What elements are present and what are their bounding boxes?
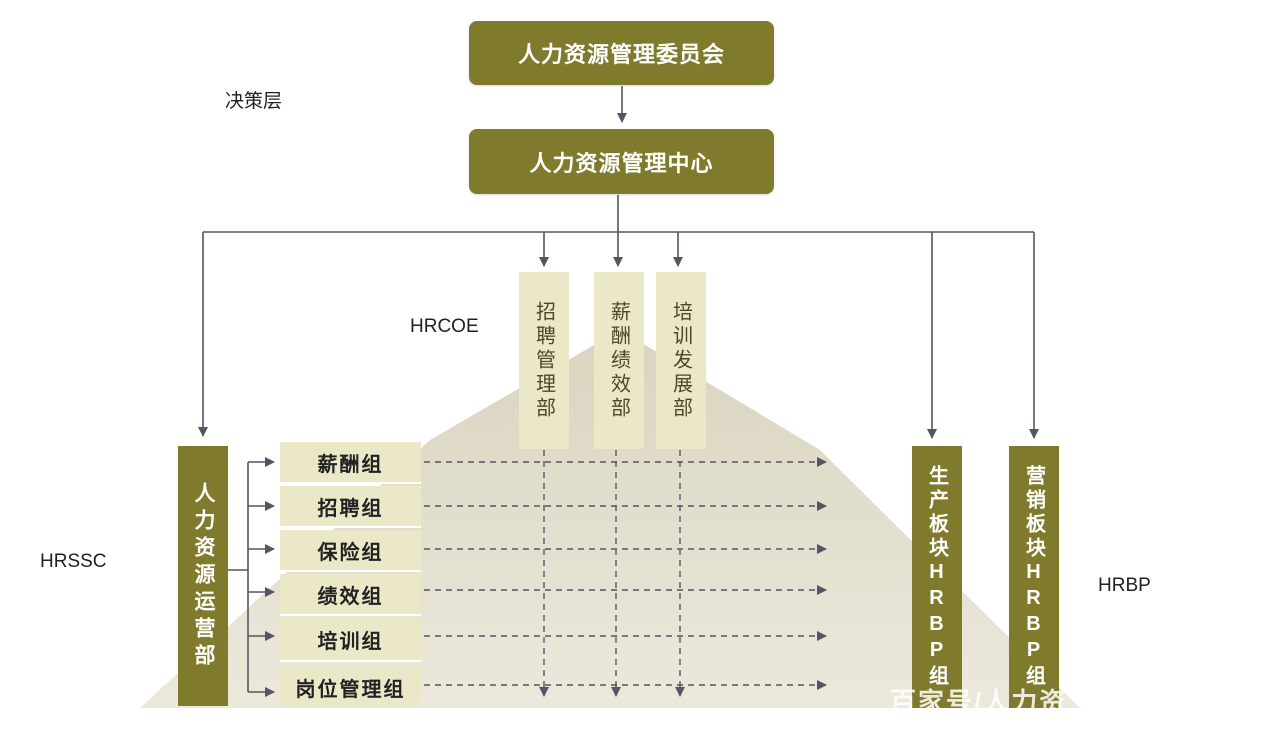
- ssc-department-column: 人力资源运营部: [178, 446, 228, 706]
- ssc-layer-label: HRSSC: [40, 551, 107, 572]
- group-training: 培训组: [280, 618, 421, 662]
- coe-layer-label: HRCOE: [410, 316, 479, 337]
- coe-training-column: 培训发展部: [656, 272, 706, 449]
- group-performance: 绩效组: [280, 574, 421, 616]
- coe-compensation-column: 薪酬绩效部: [594, 272, 644, 449]
- group-recruitment: 招聘组: [280, 486, 421, 528]
- bp-layer-label: HRBP: [1098, 575, 1151, 596]
- committee-box: 人力资源管理委员会: [469, 21, 774, 85]
- group-compensation: 薪酬组: [280, 442, 421, 484]
- group-insurance: 保险组: [280, 530, 421, 572]
- production-hrbp-column: 生产板块HRBP组: [912, 446, 962, 708]
- watermark-text: 百家号/人力资: [890, 687, 1068, 717]
- marketing-hrbp-column: 营销板块HRBP组: [1009, 446, 1059, 708]
- group-position-management: 岗位管理组: [280, 666, 421, 710]
- coe-recruitment-column: 招聘管理部: [519, 272, 569, 449]
- decision-layer-label: 决策层: [225, 91, 283, 112]
- center-box: 人力资源管理中心: [469, 129, 774, 194]
